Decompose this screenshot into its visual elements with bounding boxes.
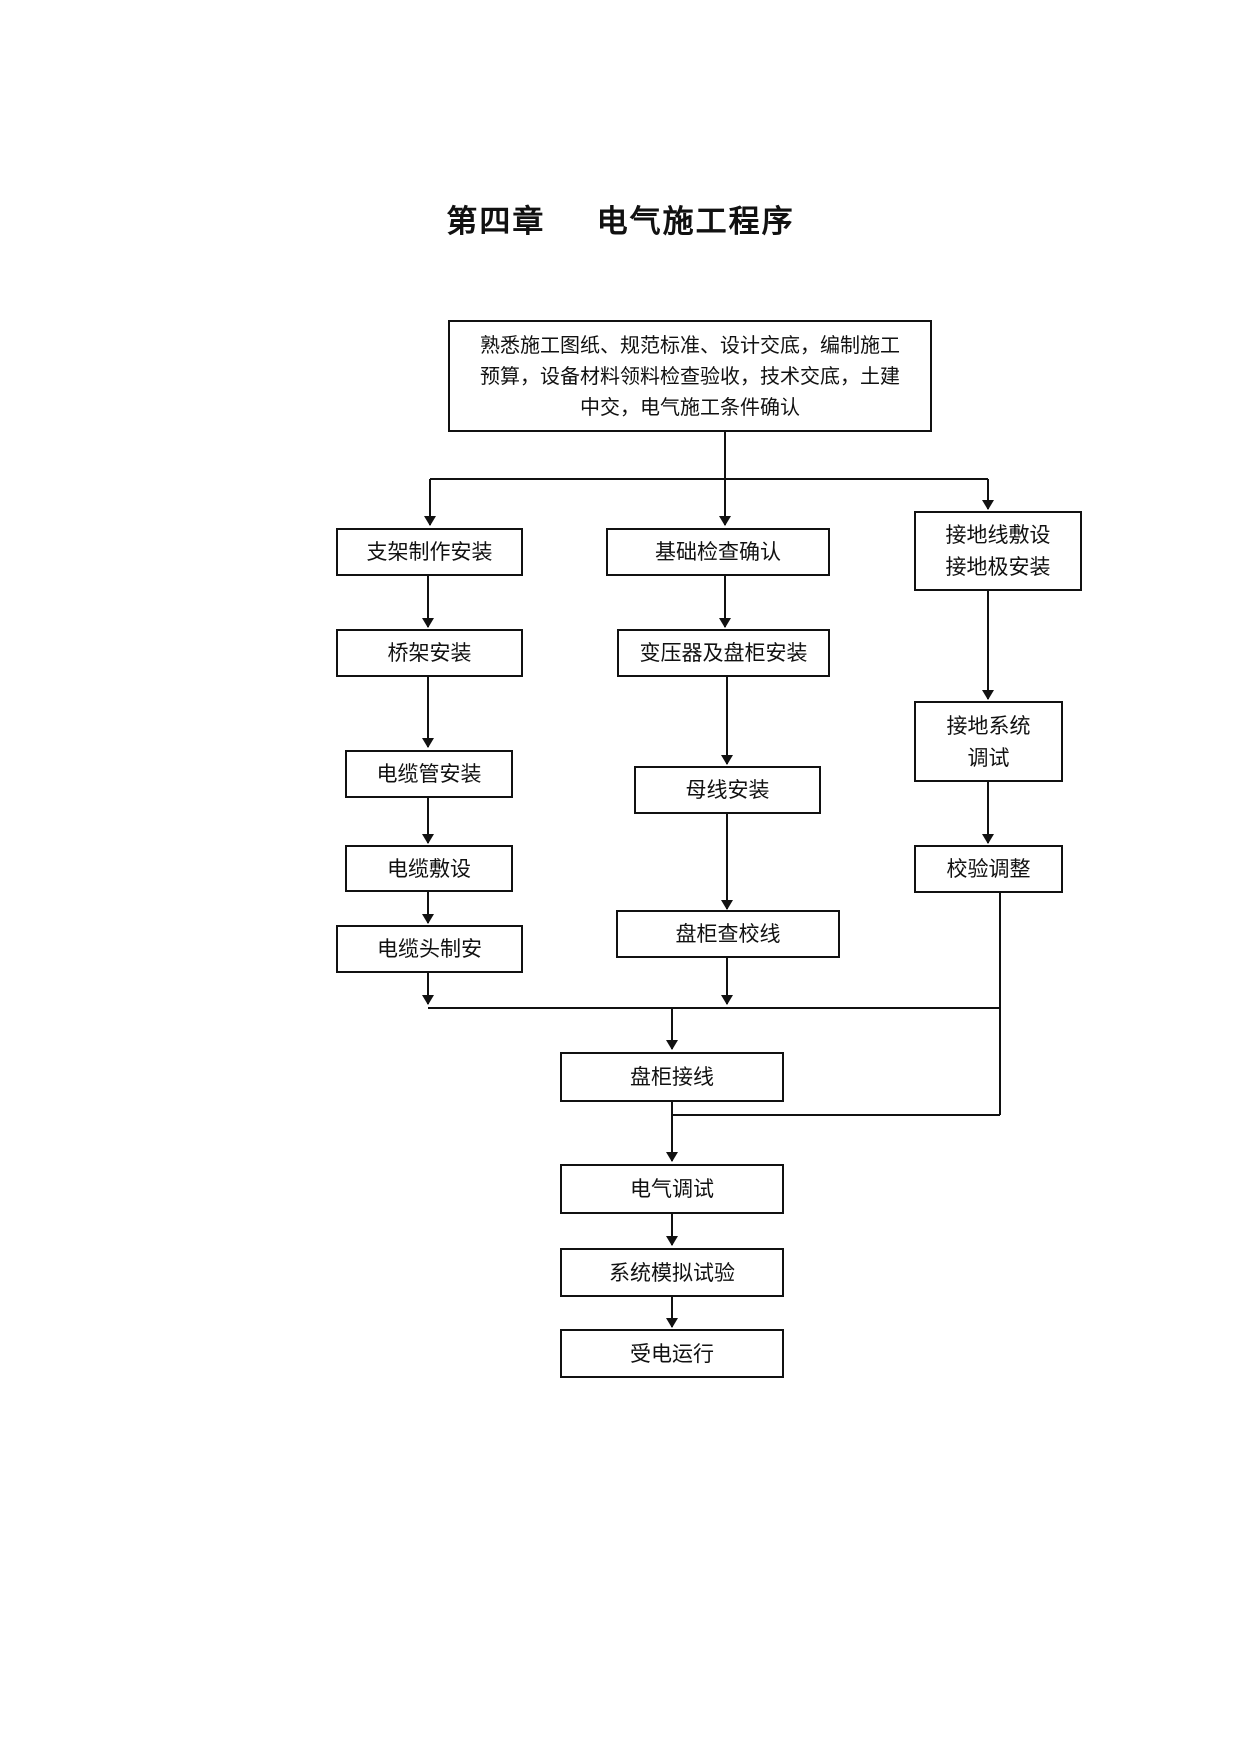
box-cable-laying: 电缆敷设 [345,845,513,892]
box-cabinet-wiring: 盘柜接线 [560,1052,784,1102]
box-conduit-installation: 电缆管安装 [345,750,513,798]
box-cabinet-wiring-check: 盘柜查校线 [616,910,840,958]
box-calibration-adjustment: 校验调整 [914,845,1063,893]
box-power-energization: 受电运行 [560,1329,784,1378]
start-line2: 预算，设备材料领料检查验收，技术交底，土建 [480,363,900,388]
box-cable-tray-installation: 桥架安装 [336,629,523,677]
page-title: 第四章 电气施工程序 [446,204,795,240]
start-box: 熟悉施工图纸、规范标准、设计交底，编制施工 预算，设备材料领料检查验收，技术交底… [448,320,932,432]
box-foundation-check: 基础检查确认 [606,528,830,576]
start-line1: 熟悉施工图纸、规范标准、设计交底，编制施工 [480,332,900,357]
box-grounding-test: 接地系统 调试 [914,701,1063,782]
box-cable-termination: 电缆头制安 [336,925,523,973]
box-grounding-installation: 接地线敷设 接地极安装 [914,511,1082,591]
box-support-fabrication: 支架制作安装 [336,528,523,576]
box-transformer-cabinet-installation: 变压器及盘柜安装 [617,629,830,677]
box-electrical-commissioning: 电气调试 [560,1164,784,1214]
box-busbar-installation: 母线安装 [634,766,821,814]
start-line3: 中交，电气施工条件确认 [580,394,800,419]
box-system-simulation-test: 系统模拟试验 [560,1248,784,1297]
